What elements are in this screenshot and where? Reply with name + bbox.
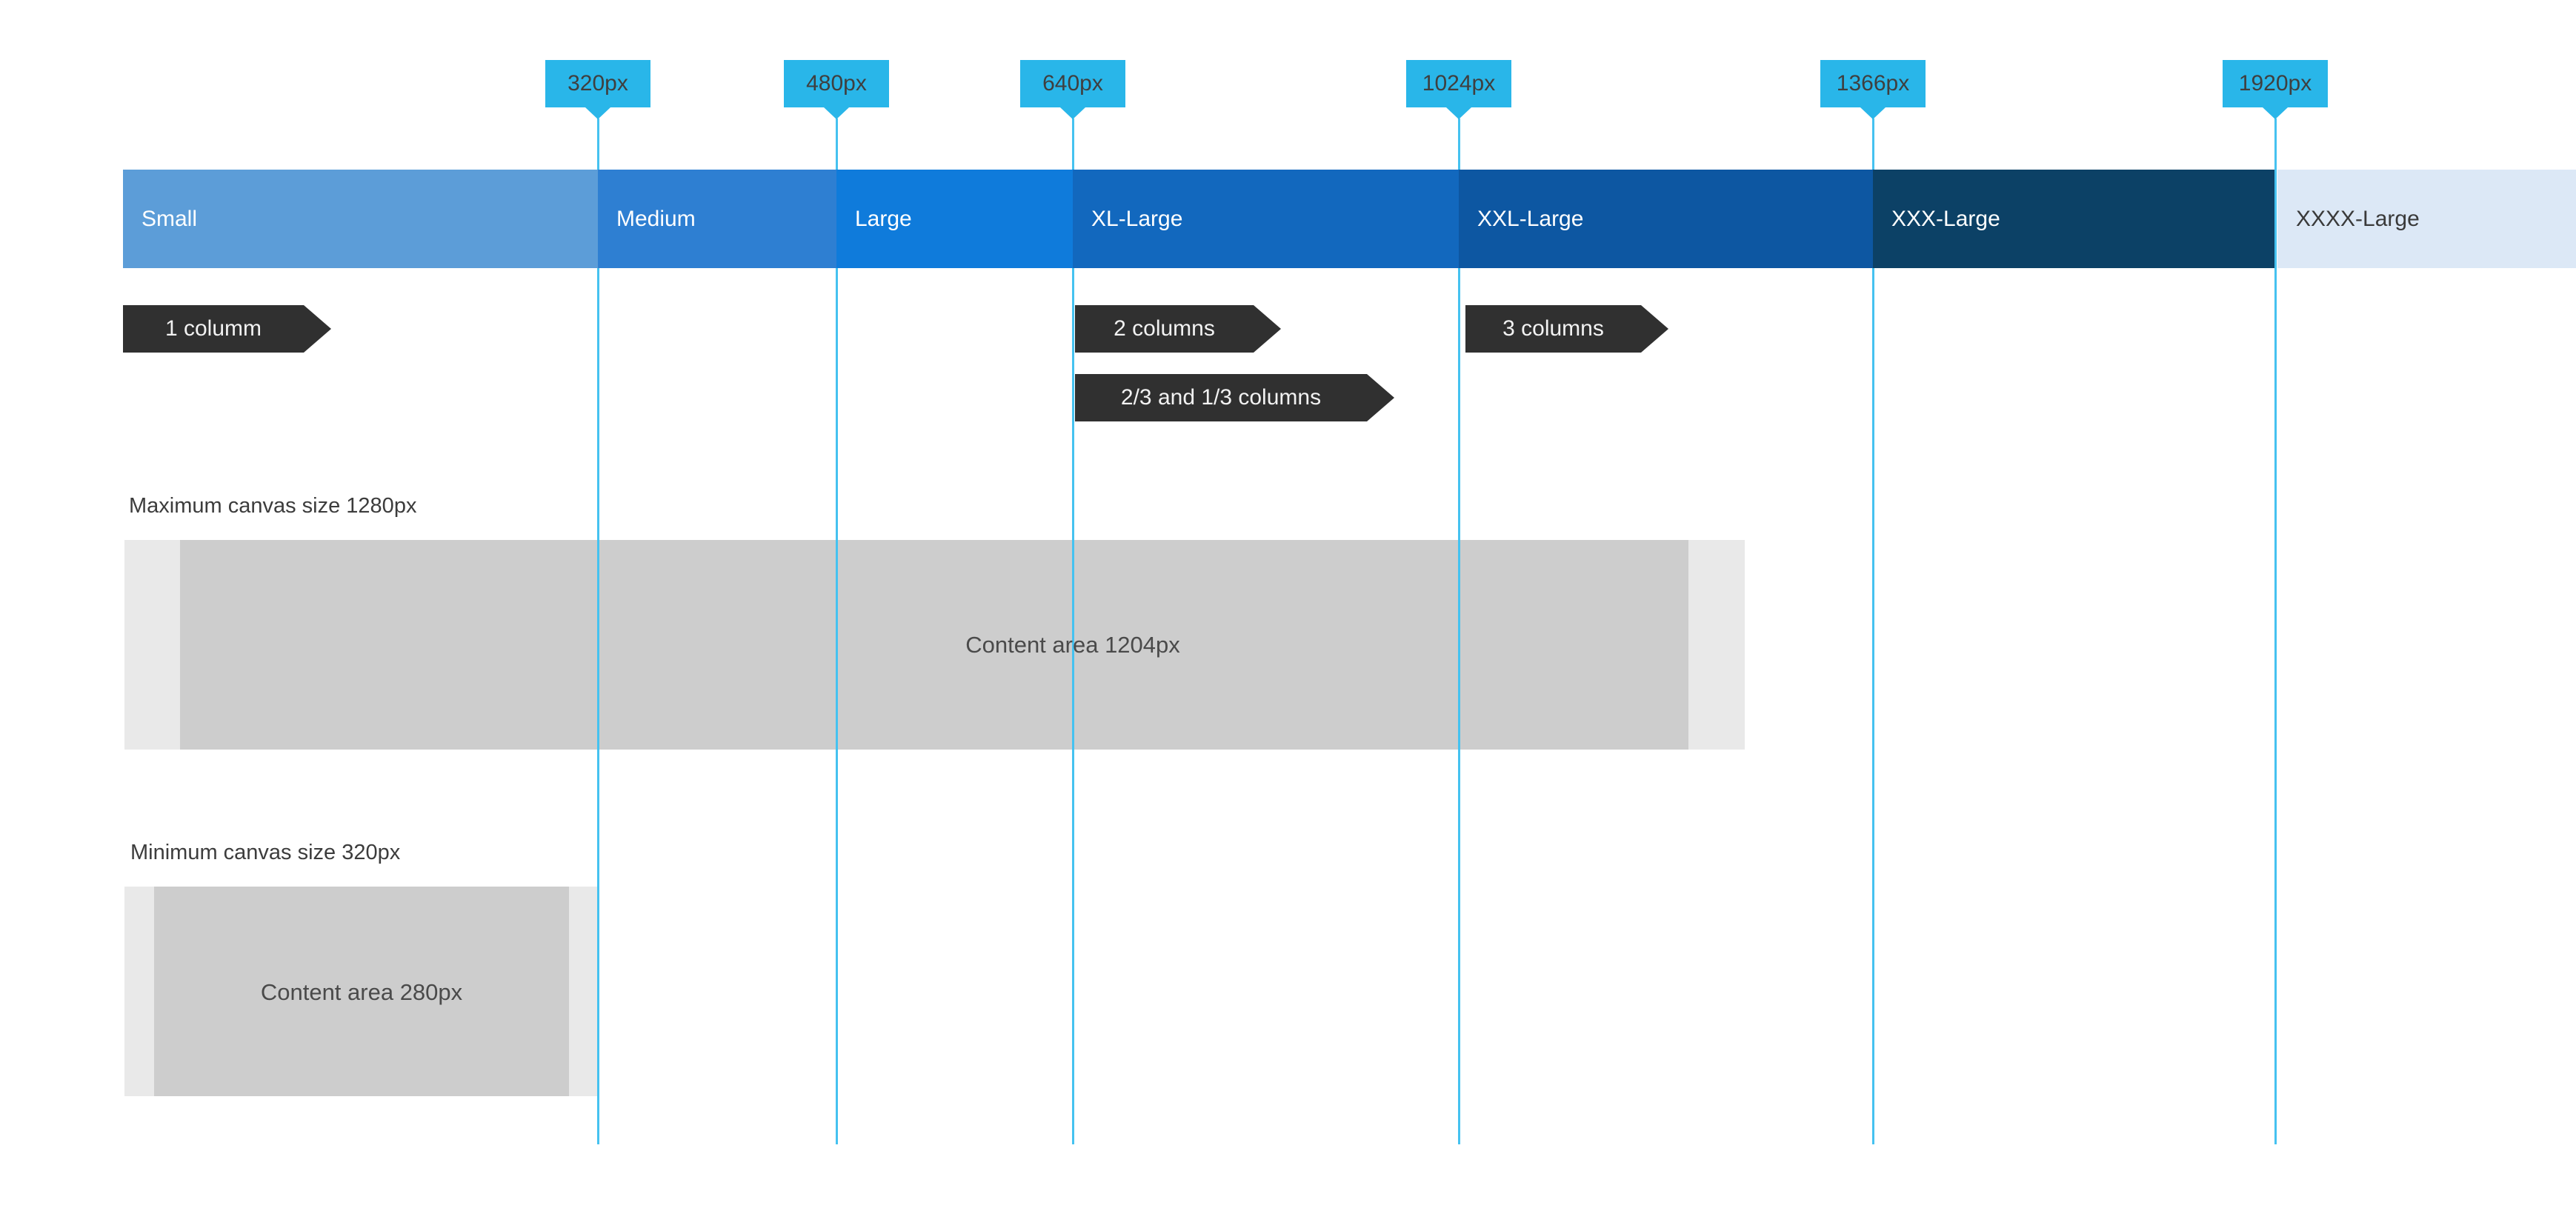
- flag-pointer: [1060, 107, 1085, 119]
- min-canvas-size-label: Minimum canvas size 320px: [130, 841, 401, 864]
- breakpoint-line-480px: [836, 119, 838, 1144]
- breakpoint-line-1920px: [2274, 119, 2277, 1144]
- size-class-small: Small: [123, 170, 598, 268]
- column-badge-2-columns: 2 columns: [1075, 305, 1281, 353]
- breakpoint-flag-label: 1024px: [1422, 71, 1496, 96]
- size-class-xxxx-large: XXXX-Large: [2277, 170, 2576, 268]
- size-class-label: XXL-Large: [1477, 206, 1584, 231]
- flag-pointer: [2263, 107, 2288, 119]
- breakpoint-flag-1366px: 1366px: [1820, 60, 1926, 119]
- max-content-area-label: Content area 1204px: [965, 632, 1180, 658]
- size-class-medium: Medium: [598, 170, 836, 268]
- breakpoint-line-1366px: [1872, 119, 1874, 1144]
- breakpoint-flag-1024px: 1024px: [1406, 60, 1511, 119]
- min-content-area-label: Content area 280px: [260, 979, 463, 1005]
- breakpoint-flag-label: 320px: [568, 71, 628, 96]
- column-badge-label: 1 columm: [164, 316, 262, 341]
- breakpoint-line-640px: [1072, 119, 1074, 1144]
- min-canvas-content-bar: [154, 887, 569, 1096]
- size-class-label: Medium: [616, 206, 696, 231]
- breakpoint-flag-label: 640px: [1042, 71, 1103, 96]
- breakpoint-flag-1920px: 1920px: [2223, 60, 2328, 119]
- size-class-xxl-large: XXL-Large: [1459, 170, 1873, 268]
- flag-pointer: [585, 107, 610, 119]
- breakpoint-flag-640px: 640px: [1020, 60, 1125, 119]
- size-class-label: XXX-Large: [1891, 206, 2000, 231]
- flag-pointer: [1446, 107, 1471, 119]
- column-badge-3-columns: 3 columns: [1465, 305, 1668, 353]
- size-class-label: Large: [855, 206, 912, 231]
- flag-pointer: [1860, 107, 1886, 119]
- breakpoint-line-1024px: [1458, 119, 1460, 1144]
- size-class-xl-large: XL-Large: [1073, 170, 1459, 268]
- size-class-label: XL-Large: [1091, 206, 1183, 231]
- breakpoint-flag-320px: 320px: [545, 60, 650, 119]
- column-badge-label: 2/3 and 1/3 columns: [1120, 385, 1322, 410]
- flag-pointer: [824, 107, 849, 119]
- breakpoint-flag-label: 1366px: [1836, 71, 1910, 96]
- max-canvas-content-bar: [180, 540, 1688, 750]
- breakpoint-line-320px: [597, 119, 599, 1144]
- size-class-label: Small: [142, 206, 198, 231]
- breakpoint-flag-label: 480px: [806, 71, 867, 96]
- column-badge-1-columm: 1 columm: [123, 305, 331, 353]
- max-canvas-size-label: Maximum canvas size 1280px: [129, 494, 417, 518]
- column-badge-2-3-and-1-3-columns: 2/3 and 1/3 columns: [1075, 374, 1394, 421]
- column-badge-label: 3 columns: [1502, 316, 1604, 341]
- breakpoint-flag-480px: 480px: [784, 60, 889, 119]
- size-class-large: Large: [836, 170, 1073, 268]
- breakpoint-flag-label: 1920px: [2238, 71, 2312, 96]
- size-class-xxx-large: XXX-Large: [1873, 170, 2275, 268]
- size-class-label: XXXX-Large: [2296, 206, 2420, 231]
- column-badge-label: 2 columns: [1114, 316, 1215, 341]
